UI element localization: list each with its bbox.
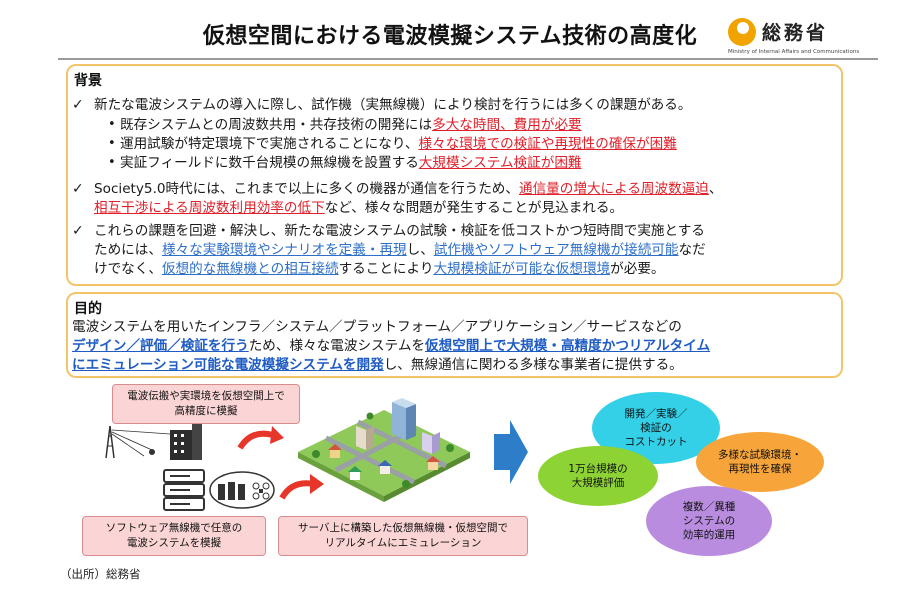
bg-item2-line2: 相互干渉による周波数利用効率の低下など、様々な問題が発生することが見込まれる。: [94, 200, 624, 216]
source-note: （出所）総務省: [60, 567, 141, 581]
purpose-line1: 電波システムを用いたインフラ／システム／プラットフォーム／アプリケーション／サー…: [72, 319, 682, 335]
oval-cost-cut-line3: コストカット: [624, 436, 688, 448]
bg-item3-line1: これらの課題を回避・解決し、新たな電波システムの試験・検証を低コストかつ短時間で…: [94, 223, 705, 239]
callout-software-radio-line2: 電波システムを模擬: [126, 537, 222, 549]
bullet-icon: •: [108, 155, 116, 170]
org-english: Ministry of Internal Affairs and Communi…: [728, 49, 860, 55]
bullet-icon: •: [108, 136, 116, 151]
arrow-lower-icon: [279, 474, 324, 500]
building-icon: [170, 424, 202, 460]
oval-large-scale-line2: 大規模評価: [571, 477, 625, 489]
radio-handset-icon: [218, 482, 245, 500]
purpose-line3: にエミュレーション可能な電波模擬システムを開発し、無線通信に関わる多様な事業者に…: [72, 357, 683, 373]
radio-propagation-illustration: [105, 424, 202, 460]
oval-cost-cut-line1: 開発／実験／: [624, 408, 688, 420]
oval-large-scale-line1: 1万台規模の: [568, 463, 628, 475]
callout-propagation-line1: 電波伝搬や実環境を仮想空間上で: [127, 390, 285, 402]
bg-item1: 新たな電波システムの導入に際し、試作機（実無線機）により検討を行うには多くの課題…: [94, 97, 692, 113]
oval-cost-cut-line2: 検証の: [640, 422, 672, 434]
background-box: 背景: [66, 64, 843, 286]
bg-item3-line2: ためには、様々な実験環境やシナリオを定義・再現し、試作機やソフトウェア無線機が接…: [94, 242, 706, 258]
house-icon: [328, 444, 440, 480]
callout-emulation-line2: リアルタイムにエミュレーション: [324, 537, 482, 549]
oval-multi-system-line2: システムの: [682, 515, 736, 527]
callout-emulation-line1: サーバ上に構築した仮想無線機・仮想空間で: [298, 522, 508, 534]
oval-test-env: 多様な試験環境・ 再現性を確保: [696, 432, 824, 492]
callout-software-radio: ソフトウェア無線機で任意の 電波システムを模擬: [82, 516, 266, 556]
background-heading: 背景: [74, 73, 102, 89]
bullet-icon: •: [108, 117, 116, 132]
oval-multi-system-line3: 効率的運用: [682, 529, 736, 541]
oval-large-scale: 1万台規模の 大規模評価: [538, 446, 658, 506]
callout-software-radio-line1: ソフトウェア無線機で任意の: [105, 522, 243, 534]
bg-sub1: 既存システムとの周波数共用・共存技術の開発には多大な時間、費用が必要: [120, 117, 582, 133]
oval-test-env-line2: 再現性を確保: [728, 463, 792, 475]
check-icon: ✓: [72, 97, 84, 113]
org-logo: 総務省 Ministry of Internal Affairs and Com…: [728, 18, 878, 64]
drone-icon: [252, 482, 270, 500]
callout-emulation: サーバ上に構築した仮想無線機・仮想空間で リアルタイムにエミュレーション: [278, 516, 528, 556]
header-divider: [58, 58, 878, 60]
callout-propagation: 電波伝搬や実環境を仮想空間上で 高精度に模擬: [112, 384, 300, 424]
city-building-icon: [356, 398, 440, 454]
bg-sub2: 運用試験が特定環境下で実施されることになり、様々な環境での検証や再現性の確保が困…: [120, 136, 677, 152]
bg-item3-line3: けでなく、仮想的な無線機との相互接続することにより大規模検証が可能な仮想環境が必…: [94, 261, 665, 277]
purpose-line2: デザイン／評価／検証を行うため、様々な電波システムを仮想空間上で大規模・高精度か…: [72, 338, 711, 354]
server-radio-illustration: [163, 469, 275, 511]
tree-icon: [312, 412, 454, 488]
virtual-city-illustration: [298, 398, 470, 502]
receiver-dot-icon: [149, 449, 155, 455]
result-arrow-icon: [494, 420, 528, 484]
ministry-emblem-icon: [728, 18, 756, 46]
check-icon: ✓: [72, 223, 84, 239]
bg-sub3: 実証フィールドに数千台規模の無線機を設置する大規模システム検証が困難: [120, 155, 582, 171]
check-icon: ✓: [72, 181, 84, 197]
bg-item2-line1: Society5.0時代には、これまで以上に多くの機器が通信を行うため、通信量の…: [94, 181, 723, 197]
server-rack-icon: [163, 469, 205, 511]
antenna-tower-icon: [105, 425, 115, 459]
page-title: 仮想空間における電波模擬システム技術の高度化: [202, 24, 698, 49]
purpose-heading: 目的: [74, 301, 102, 317]
oval-test-env-line1: 多様な試験環境・: [718, 449, 802, 461]
callout-propagation-line2: 高精度に模擬: [174, 405, 238, 417]
purpose-box: 目的: [66, 292, 843, 378]
oval-multi-system-line1: 複数／異種: [682, 501, 736, 513]
org-name: 総務省: [762, 22, 829, 44]
arrow-upper-icon: [237, 426, 284, 450]
oval-multi-system: 複数／異種 システムの 効率的運用: [646, 486, 772, 556]
